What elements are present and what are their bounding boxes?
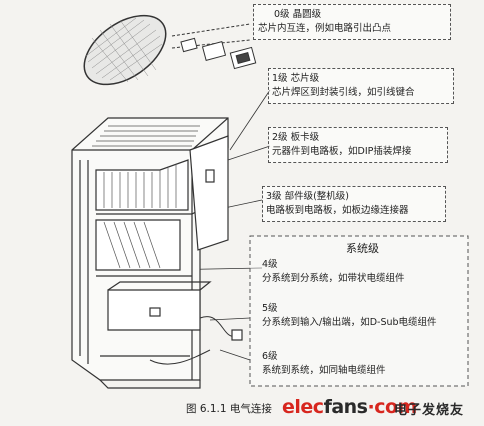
level-1-desc: 芯片焊区到封装引线，如引线键合 [272,87,415,98]
level-2-box [268,127,448,163]
level-0-desc: 芯片内互连，例如电路引出凸点 [258,23,392,34]
level-2-title: 2级 板卡级 [272,132,320,143]
system-level-frame [249,235,469,387]
level-3-title: 3级 部件级(整机级) [266,191,349,202]
watermark-logo: elecfans·com [282,396,417,418]
level-4-title: 4级 [262,259,278,270]
level-5-desc: 分系统到输入/输出端，如D-Sub电缆组件 [262,317,437,328]
level-0-box [253,4,451,40]
level-1-box [268,68,454,104]
level-5-title: 5级 [262,303,278,314]
level-3-desc: 电路板到电路板，如板边缘连接器 [266,205,409,216]
level-6-title: 6级 [262,351,278,362]
level-3-box [262,186,446,222]
level-0-title: 0级 晶圆级 [274,9,322,20]
level-1-title: 1级 芯片级 [272,73,320,84]
level-6-desc: 系统到系统，如同轴电缆组件 [262,365,386,376]
level-4-desc: 分系统到分系统，如带状电缆组件 [262,273,405,284]
die-chain [171,23,257,70]
watermark-text: 电子发烧友 [394,403,465,418]
system-level-title: 系统级 [346,242,379,255]
figure-caption: 图 6.1.1 电气连接 [186,403,272,415]
cabinet-drawing [71,117,243,389]
level-2-desc: 元器件到电路板，如DIP插装焊接 [272,146,412,157]
wafer-icon [83,14,167,86]
